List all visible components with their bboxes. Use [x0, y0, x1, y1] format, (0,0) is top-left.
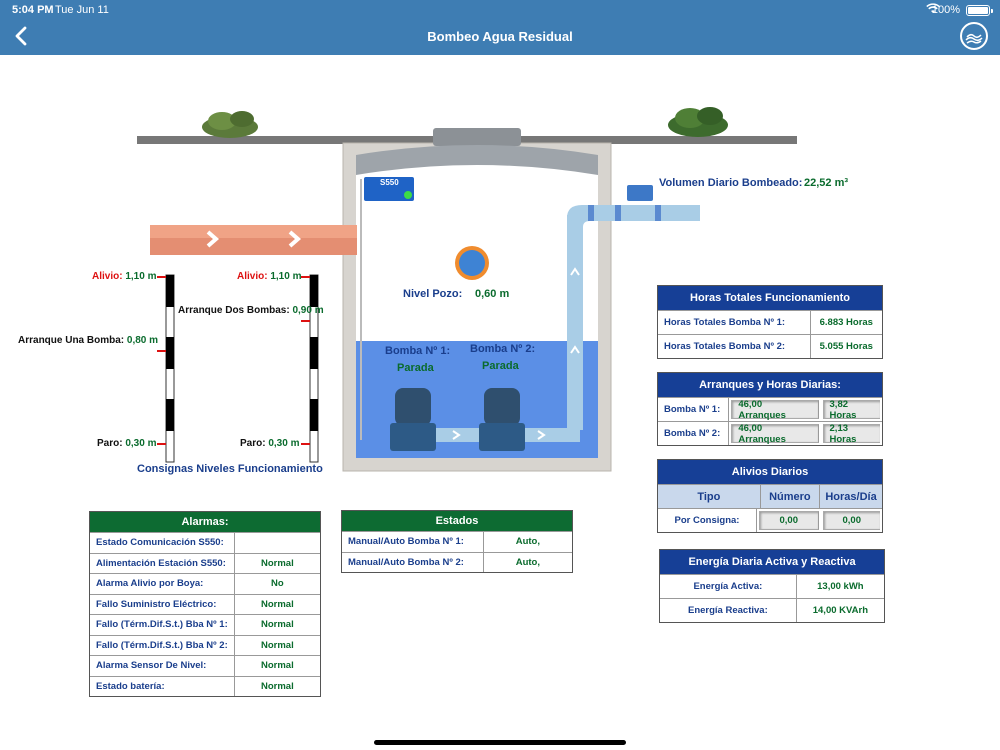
- alivios-row-horas: 0,00: [822, 511, 880, 530]
- left-paro-label: Paro:: [97, 438, 123, 449]
- horas-b1-label: Horas Totales Bomba Nº 1:: [658, 311, 811, 334]
- energia-reactiva-value: 14,00 KVArh: [812, 605, 868, 616]
- left-alivio-value: 1,10 m: [125, 271, 157, 282]
- volumen-label: Volumen Diario Bombeado:: [659, 177, 803, 189]
- energia-activa-value: 13,00 kWh: [817, 581, 864, 592]
- back-chevron-icon[interactable]: [10, 24, 34, 48]
- arranques-b2-count: 46,00 Arranques: [731, 423, 819, 445]
- arranques-b2-horas: 2,13 Horas: [822, 423, 881, 445]
- alarma-label: Estado batería:: [90, 676, 235, 696]
- bush-right-icon: [668, 107, 728, 137]
- arranque-dos-value: 0,90 m: [292, 305, 324, 316]
- horas-totales-table: Horas Totales Funcionamiento Horas Total…: [657, 285, 883, 359]
- scale-right: [301, 274, 319, 463]
- alarma-value: Normal: [260, 639, 294, 651]
- bush-left-icon: [202, 111, 258, 138]
- wifi-icon: [926, 3, 940, 13]
- estado-value: Auto,: [515, 536, 541, 548]
- alarmas-title: Alarmas:: [90, 512, 320, 532]
- alarma-value: Normal: [260, 680, 294, 692]
- bomba1-state: Parada: [397, 362, 434, 374]
- estado-value: Auto,: [515, 556, 541, 568]
- left-alivio-label: Alivio:: [92, 271, 123, 282]
- page-title: Bombeo Agua Residual: [427, 29, 573, 44]
- pump-2-icon: [479, 388, 525, 451]
- arranques-b1-horas: 3,82 Horas: [822, 399, 881, 421]
- volumen-value: 22,52 m³: [804, 177, 849, 189]
- consignas-title: Consignas Niveles Funcionamiento: [137, 463, 323, 475]
- pump-1-icon: [390, 388, 436, 451]
- arranque-dos-label: Arranque Dos Bombas:: [178, 305, 290, 316]
- alarma-label: Alarma Sensor De Nivel:: [90, 656, 235, 676]
- controller-s550: [364, 177, 414, 201]
- bomba2-state: Parada: [482, 360, 519, 372]
- estado-label: Manual/Auto Bomba Nº 1:: [342, 532, 484, 552]
- arranques-b1-label: Bomba Nº 1:: [658, 398, 730, 421]
- horas-b1-value: 6.883 Horas: [819, 317, 873, 328]
- alivios-table: Alivios Diarios Tipo Número Horas/Día Po…: [657, 459, 883, 533]
- energia-reactiva-label: Energía Reactiva:: [660, 599, 797, 622]
- energia-activa-label: Energía Activa:: [660, 575, 797, 598]
- alarma-label: Alimentación Estación S550:: [90, 553, 235, 573]
- arranques-b2-label: Bomba Nº 2:: [658, 422, 730, 445]
- right-paro-label: Paro:: [240, 438, 266, 449]
- alarma-label: Fallo Suministro Eléctrico:: [90, 594, 235, 614]
- alivios-row-numero: 0,00: [759, 511, 819, 530]
- arranque-una-value: 0,80 m: [126, 335, 159, 346]
- horas-b2-value: 5.055 Horas: [819, 341, 873, 352]
- pit-dome: [356, 145, 598, 175]
- pit-lid: [433, 128, 521, 146]
- battery-percent: 100%: [931, 4, 960, 16]
- pumping-station-diagram: [137, 107, 797, 472]
- alarma-label: Estado Comunicación S550:: [90, 533, 235, 553]
- nivel-pozo-label: Nivel Pozo:: [403, 288, 463, 300]
- alarma-value: No: [271, 578, 284, 590]
- energia-table: Energía Diaria Activa y Reactiva Energía…: [659, 549, 885, 623]
- horas-totales-title: Horas Totales Funcionamiento: [658, 286, 882, 310]
- energia-title: Energía Diaria Activa y Reactiva: [660, 550, 884, 574]
- alarma-value: Normal: [260, 598, 294, 610]
- bomba1-label: Bomba Nº 1:: [385, 345, 451, 357]
- arranques-table: Arranques y Horas Diarias: Bomba Nº 1: 4…: [657, 372, 883, 446]
- bomba2-label: Bomba Nº 2:: [470, 343, 536, 355]
- alivios-col-tipo: Tipo: [658, 485, 761, 508]
- alarma-value: Normal: [260, 557, 294, 569]
- navigation-bar: 5:04 PM Tue Jun 11 100% Bombeo Agua Resi…: [0, 0, 1000, 55]
- status-bar: 5:04 PM Tue Jun 11 100%: [0, 0, 1000, 18]
- arranque-una-label: Arranque Una Bomba:: [18, 335, 125, 346]
- water-logo-icon[interactable]: [960, 22, 988, 50]
- right-alivio-label: Alivio:: [237, 271, 268, 282]
- left-paro-value: 0,30 m: [125, 438, 157, 449]
- alivios-col-numero: Número: [761, 485, 820, 508]
- estados-table: Estados Manual/Auto Bomba Nº 1: Auto, Man…: [341, 510, 573, 573]
- alarma-value: [235, 533, 320, 553]
- nivel-pozo-value: 0,60 m: [475, 288, 510, 300]
- estado-label: Manual/Auto Bomba Nº 2:: [342, 552, 484, 572]
- status-time: 5:04 PM: [12, 4, 54, 16]
- arranques-b1-count: 46,00 Arranques: [731, 399, 819, 421]
- alarma-value: Normal: [260, 660, 294, 672]
- scale-left: [157, 274, 175, 463]
- estados-title: Estados: [342, 511, 572, 531]
- arranques-title: Arranques y Horas Diarias:: [658, 373, 882, 397]
- status-date: Tue Jun 11: [55, 4, 109, 16]
- right-alivio-value: 1,10 m: [270, 271, 302, 282]
- alarmas-table: Alarmas: Estado Comunicación S550: Alime…: [89, 511, 321, 697]
- alivios-title: Alivios Diarios: [658, 460, 882, 484]
- home-indicator[interactable]: [374, 740, 626, 745]
- riser-pipe: [567, 215, 583, 430]
- controller-label: S550: [380, 178, 399, 187]
- alivios-row-label: Por Consigna:: [658, 509, 758, 532]
- alarma-label: Fallo (Térm.Dif.S.t.) Bba Nº 1:: [90, 615, 235, 635]
- right-paro-value: 0,30 m: [268, 438, 300, 449]
- alivios-col-horas: Horas/Día: [825, 490, 877, 503]
- battery-icon: [966, 5, 993, 16]
- alarma-value: Normal: [260, 619, 294, 631]
- alarma-label: Fallo (Térm.Dif.S.t.) Bba Nº 2:: [90, 635, 235, 655]
- horas-b2-label: Horas Totales Bomba Nº 2:: [658, 335, 811, 358]
- valve-box: [627, 185, 653, 201]
- alarma-label: Alarma Alivio por Boya:: [90, 574, 235, 594]
